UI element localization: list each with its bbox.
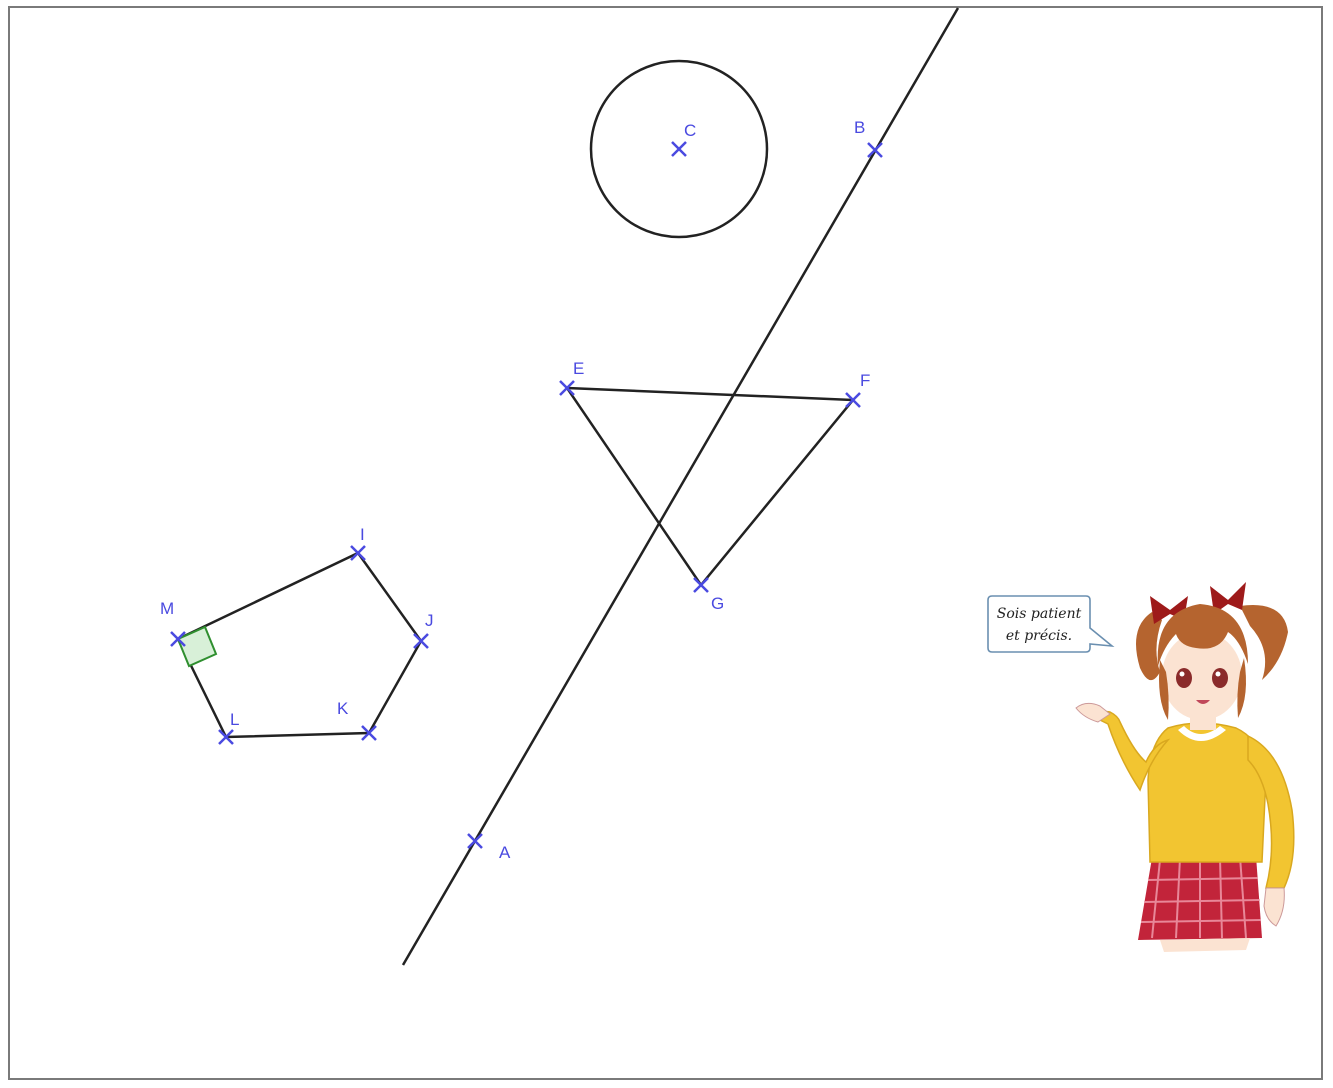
collar: [1178, 726, 1226, 741]
point-label-g: G: [711, 594, 724, 613]
circle-c: [589, 59, 769, 239]
hair-pigtail-left: [1136, 612, 1162, 681]
point-markers: [170, 141, 883, 849]
point-b-cross: [867, 142, 883, 158]
hand-right: [1263, 887, 1285, 927]
hair-side-right: [1237, 658, 1246, 718]
point-m-cross: [170, 631, 186, 647]
point-label-i: I: [360, 525, 365, 544]
point-label-m: M: [160, 599, 174, 618]
point-label-a: A: [499, 843, 511, 862]
character-illustration: [1075, 582, 1295, 952]
hair-side-left: [1159, 660, 1169, 720]
hair-pigtail-right: [1240, 605, 1288, 680]
face: [1162, 632, 1242, 720]
point-label-j: J: [425, 611, 434, 630]
point-label-b: B: [854, 118, 865, 137]
legs: [1160, 938, 1250, 952]
speech-bubble-line-1: Sois patient: [997, 606, 1082, 622]
hand-left: [1075, 702, 1111, 723]
figure-frame: [8, 6, 1323, 1080]
point-l-cross: [218, 729, 234, 745]
point-label-c: C: [684, 121, 696, 140]
point-i-cross: [350, 545, 366, 561]
point-c-cross: [671, 141, 687, 157]
line-ab: [401, 7, 960, 966]
point-a-cross: [467, 833, 483, 849]
point-k-cross: [361, 725, 377, 741]
point-e-cross: [559, 380, 575, 396]
hair: [1157, 604, 1248, 666]
eye-right: [1212, 668, 1228, 688]
speech-bubble-line-2: et précis.: [1006, 628, 1072, 644]
point-label-k: K: [337, 699, 349, 718]
point-f-cross: [845, 392, 861, 408]
triangle-efg: [564, 386, 856, 588]
bow-right: [1210, 582, 1246, 614]
mouth: [1196, 700, 1210, 704]
point-j-cross: [413, 633, 429, 649]
right-angle-marker: [176, 625, 218, 668]
point-label-e: E: [573, 359, 584, 378]
speech-bubble: Sois patient et précis.: [987, 595, 1115, 653]
eye-left: [1176, 668, 1192, 688]
point-g-cross: [693, 577, 709, 593]
pentagon-ijklm: [176, 551, 423, 739]
arm-left: [1090, 710, 1171, 792]
point-label-l: L: [230, 710, 239, 729]
point-label-f: F: [860, 371, 870, 390]
